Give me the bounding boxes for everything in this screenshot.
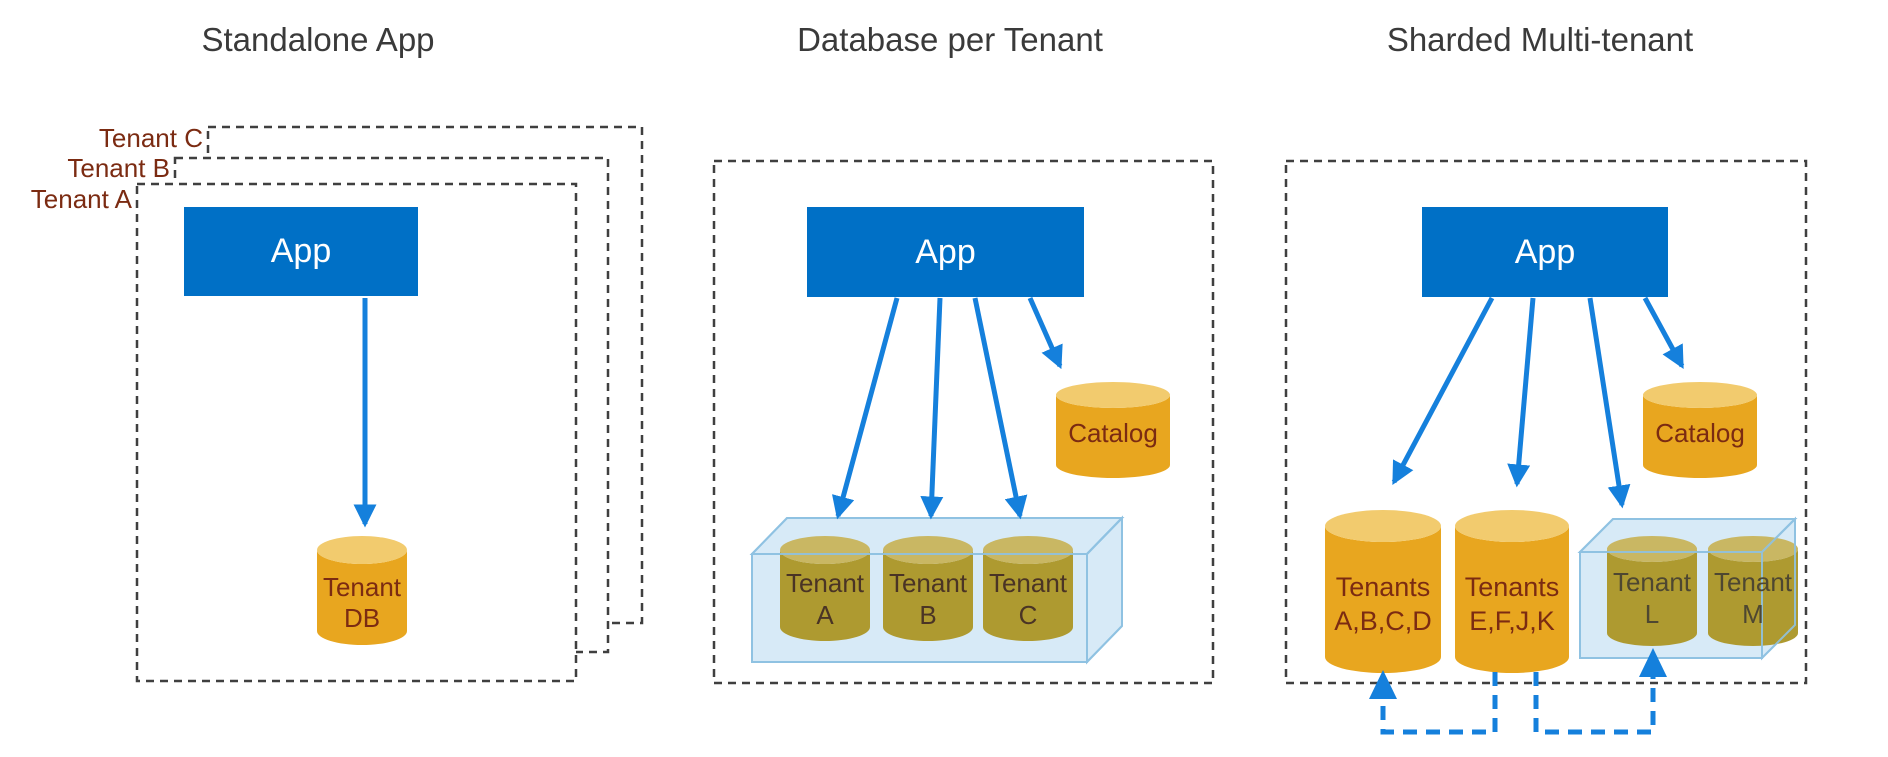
arrow-app3-shard1 xyxy=(1391,296,1495,486)
shard-move-connectors xyxy=(1380,672,1656,735)
arrow-app2-tenant-b xyxy=(920,297,944,520)
move-arrowhead-shard1 xyxy=(1369,670,1397,699)
shard-cylinders xyxy=(1325,510,1569,673)
pool-3-cylinders xyxy=(1607,536,1798,646)
tenant-db-cylinder xyxy=(317,536,407,645)
move-to-shard1 xyxy=(1380,672,1498,735)
catalog-cylinder-3 xyxy=(1643,382,1757,478)
arrow-app3-catalog xyxy=(1642,296,1685,370)
arrow-app2-tenant-a xyxy=(832,297,900,520)
connector-arrows xyxy=(353,296,1685,528)
shard-move-arrowheads xyxy=(1369,648,1667,699)
arrow-app3-shard2 xyxy=(1507,297,1536,488)
arrow-app2-tenant-c xyxy=(972,297,1028,520)
pool-box-2-edges xyxy=(749,515,1125,665)
move-arrowhead-pool xyxy=(1639,648,1667,677)
pool-2-cylinders xyxy=(780,536,1073,641)
pool-box-3-edges xyxy=(1577,516,1798,661)
arrow-app2-catalog xyxy=(1027,296,1063,370)
app-box-standalone: App xyxy=(184,207,418,296)
app-box-sharded: App xyxy=(1422,207,1668,297)
app-box-db-per-tenant: App xyxy=(807,207,1084,297)
catalog-cylinder-2 xyxy=(1056,382,1170,478)
move-to-pool xyxy=(1533,672,1656,735)
arrow-app3-pool xyxy=(1587,297,1631,509)
